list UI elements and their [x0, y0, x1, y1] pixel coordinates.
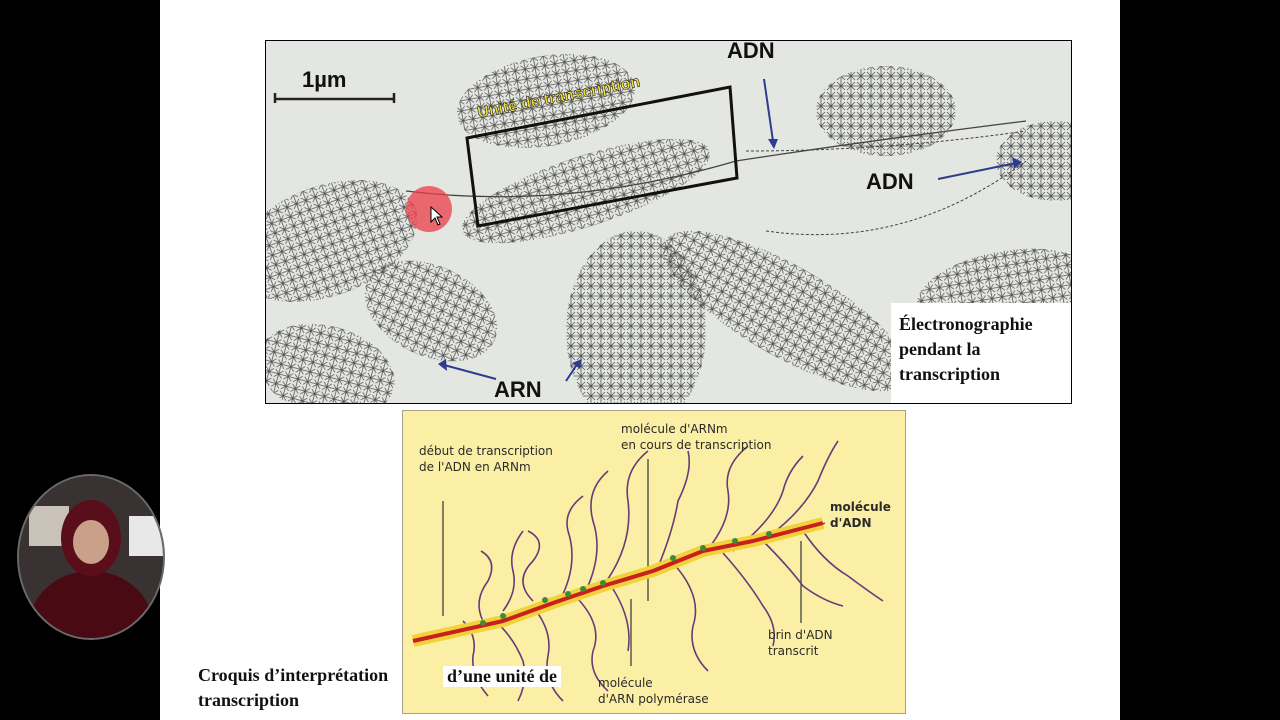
presentation-slide: 1µm Unité de transcription ADN ADN ARN É… [160, 0, 1120, 720]
cursor-highlight [406, 186, 452, 232]
label-debut-transcription: début de transcription de l'ADN en ARNm [419, 444, 553, 474]
mouse-pointer-icon [430, 206, 444, 226]
adn-label-right: ADN [866, 169, 914, 194]
adn-label-top: ADN [727, 40, 775, 63]
label-molecule-adn: molécule d'ADN [830, 500, 891, 530]
presenter-webcam [17, 474, 165, 640]
micrograph-drawing [266, 54, 1071, 403]
label-brin-adn: brin d'ADN transcrit [768, 628, 833, 658]
interpretation-sketch: début de transcription de l'ADN en ARNm … [402, 410, 906, 714]
arn-label: ARN [494, 377, 542, 402]
sketch-caption-line2: transcription [198, 690, 299, 710]
micrograph-caption-line: transcription [899, 364, 1000, 384]
sketch-caption: Croquis d’interprétation transcription [198, 663, 388, 713]
micrograph-caption-line: pendant la [899, 339, 981, 359]
label-molecule-arnm: molécule d'ARNm en cours de transcriptio… [621, 422, 772, 452]
scale-bar-label: 1µm [302, 67, 347, 92]
micrograph-caption-line: Électronographie [899, 314, 1033, 334]
sketch-caption-continuation: d’une unité de [443, 666, 562, 687]
micrograph-caption: Électronographie pendant la transcriptio… [891, 303, 1071, 403]
electron-micrograph: 1µm Unité de transcription ADN ADN ARN É… [265, 40, 1072, 404]
sketch-drawing [411, 440, 884, 702]
presenter-video-feed [19, 476, 163, 638]
label-arn-polymerase: molécule d'ARN polymérase [598, 676, 709, 706]
sketch-caption-line1: Croquis d’interprétation [198, 665, 389, 685]
